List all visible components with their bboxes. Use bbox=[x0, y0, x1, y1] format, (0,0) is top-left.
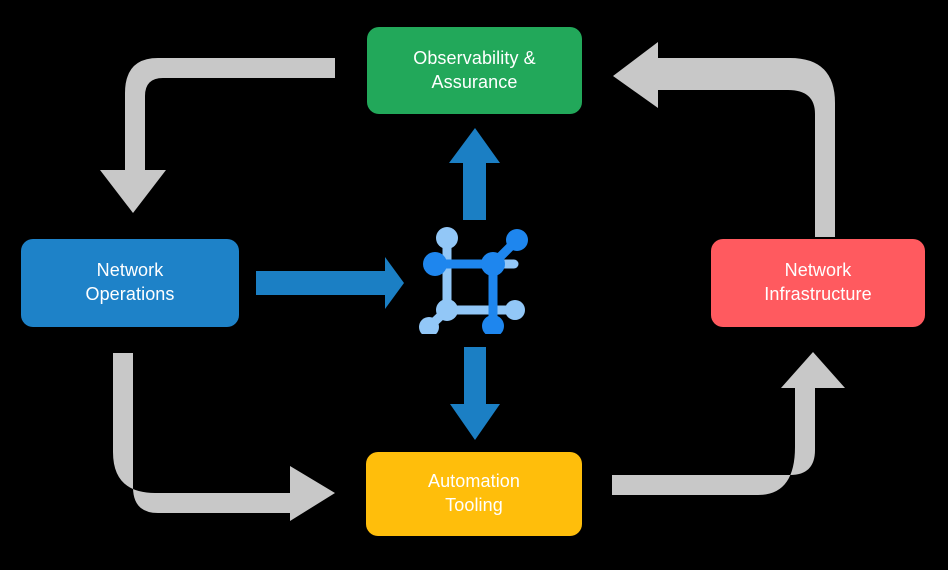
node-network-infrastructure[interactable]: Network Infrastructure bbox=[711, 239, 925, 327]
node-network-operations[interactable]: Network Operations bbox=[21, 239, 239, 327]
node-network-infrastructure-label: Network Infrastructure bbox=[764, 260, 872, 304]
arrow-down-blue bbox=[450, 347, 500, 440]
network-topology-icon bbox=[419, 227, 528, 334]
node-observability-assurance-label: Observability & Assurance bbox=[413, 47, 536, 92]
node-network-operations-label: Network Operations bbox=[85, 260, 175, 304]
node-observability-assurance[interactable]: Observability & Assurance bbox=[367, 27, 582, 114]
arrow-up-blue bbox=[449, 128, 500, 220]
node-automation-tooling-label: Automation Tooling bbox=[427, 471, 521, 515]
arrow-elbow-gray-top-right bbox=[613, 42, 835, 237]
arrow-elbow-gray-top-left bbox=[100, 58, 335, 213]
arrow-elbow-gray-bottom-right bbox=[612, 352, 845, 495]
node-automation-tooling[interactable]: Automation Tooling bbox=[366, 452, 582, 536]
arrow-right-blue bbox=[256, 257, 404, 309]
arrow-elbow-gray-bottom-left bbox=[113, 353, 335, 521]
